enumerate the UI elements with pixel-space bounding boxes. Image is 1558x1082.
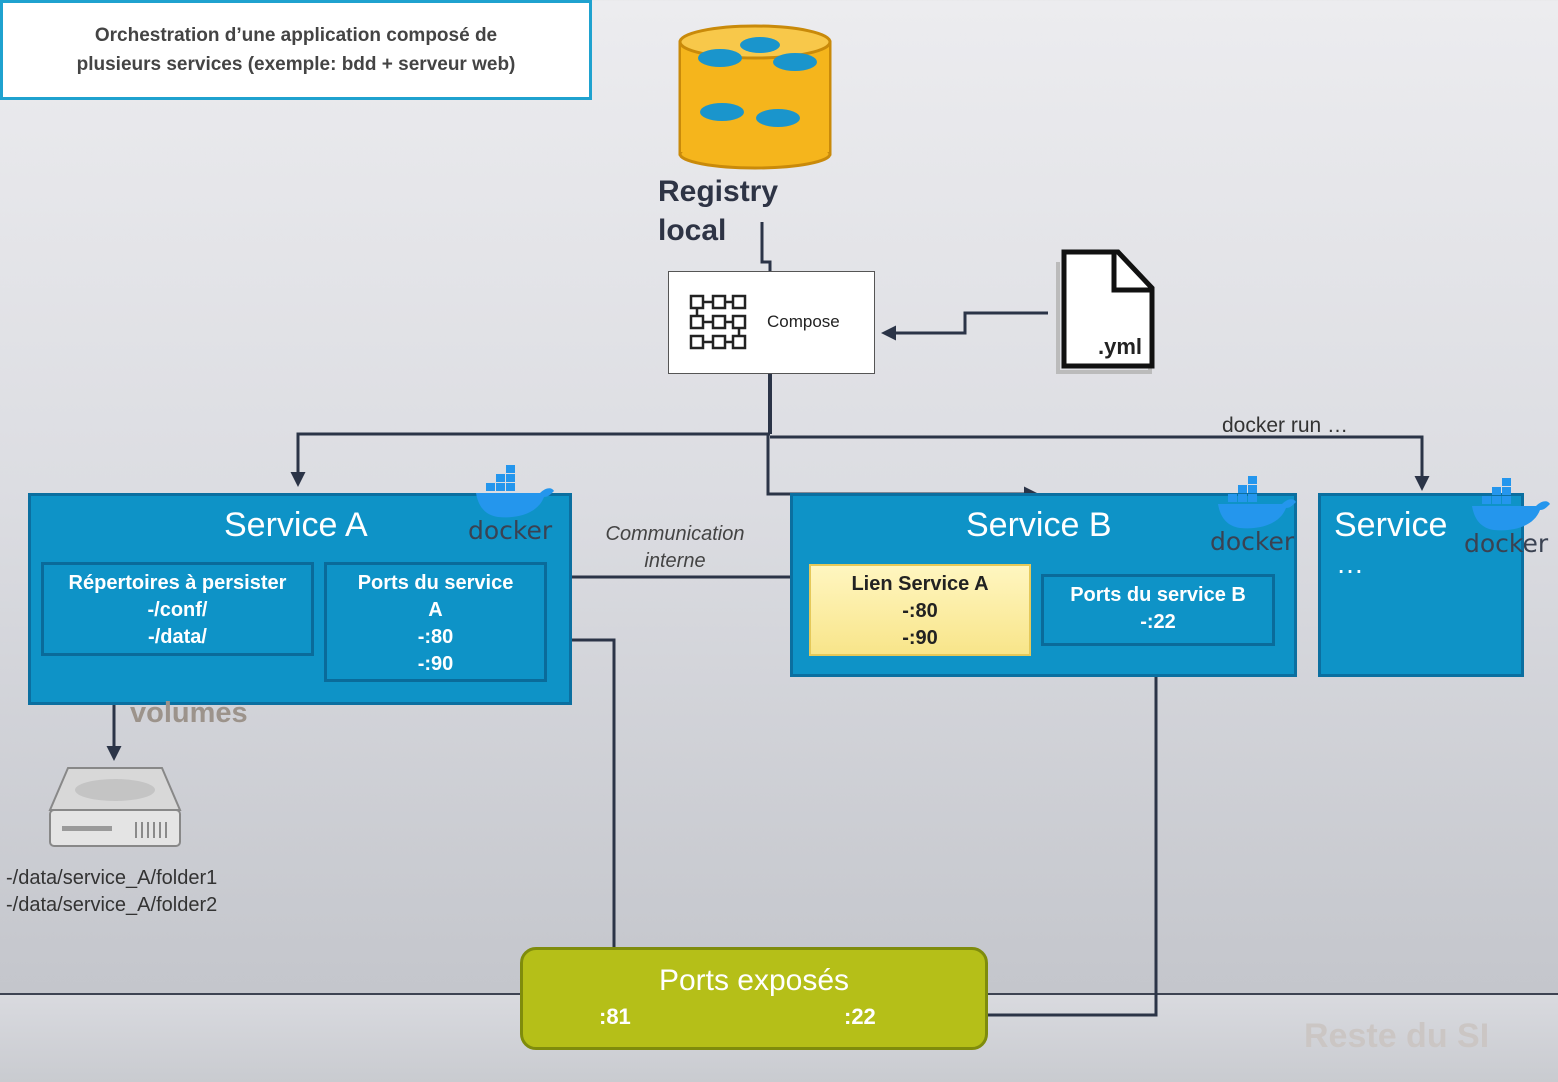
ports-exposes-box: Ports exposés :81 :22 [520,947,988,1050]
service-b-ports-box: Ports du service B -:22 [1041,574,1275,646]
docker-run-label: docker run … [1222,414,1349,437]
reste-du-si-label: Reste du SI [1304,1017,1490,1055]
docker-logo-icon: docker [1464,478,1554,561]
volume-paths: -/data/service_A/folder1 -/data/service_… [6,865,217,919]
volume-path: -/data/service_A/folder2 [6,894,218,916]
service-b-title: Service B [966,506,1112,544]
service-a-ports-box: Ports du service A -:80 -:90 [324,562,547,682]
compose-icon [689,294,747,350]
volumes-label: volumes [130,697,248,729]
repertoire-item: -/data/ [148,626,207,648]
compose-label: Compose [767,312,840,331]
port-item: -:22 [1140,611,1176,633]
ports-exposes-title: Ports exposés [658,964,850,997]
hard-drive-icon [48,767,182,847]
ports-a-title-2: A [428,599,443,621]
service-a-title: Service A [224,506,368,544]
service-other-title: Service [1334,506,1448,544]
svg-text:docker: docker [468,516,553,543]
port-item: -:80 [417,626,454,648]
svg-text:docker: docker [1464,529,1549,556]
repertoires-title: Répertoires à persister [68,572,287,594]
diagram-title: Orchestration d’une application composé … [76,25,516,75]
lien-service-a-box: Lien Service A -:80 -:90 [809,564,1031,656]
docker-logo-icon: docker [1210,476,1300,559]
yml-file-icon [1056,249,1155,374]
service-a-repertoires-box: Répertoires à persister -/conf/ -/data/ [41,562,314,656]
registry-database-icon [678,24,832,170]
communication-interne-label: Communication interne [605,523,745,572]
lien-title: Lien Service A [851,573,989,595]
service-other-dots: … [1336,548,1364,579]
volume-path: -/data/service_A/folder1 [6,867,218,889]
exposed-port: :22 [844,1004,876,1029]
exposed-port: :81 [599,1004,631,1029]
lien-port-item: -:80 [902,600,938,622]
port-item: -:90 [417,653,454,675]
repertoire-item: -/conf/ [147,599,208,621]
docker-logo-icon: docker [468,465,558,548]
yml-file-label: .yml [1098,334,1143,359]
compose-box: Compose [668,271,875,374]
service-b-box: Service B Lien Service A -:80 -:90 Ports… [790,493,1297,677]
ports-b-title: Ports du service B [1070,584,1246,606]
ports-a-title: Ports du service [357,572,514,594]
registry-label: Registry local [658,175,779,247]
service-a-box: Service A Répertoires à persister -/conf… [28,493,572,705]
lien-port-item: -:90 [902,627,938,649]
diagram-title-box: Orchestration d’une application composé … [0,0,592,100]
svg-text:docker: docker [1210,527,1295,554]
